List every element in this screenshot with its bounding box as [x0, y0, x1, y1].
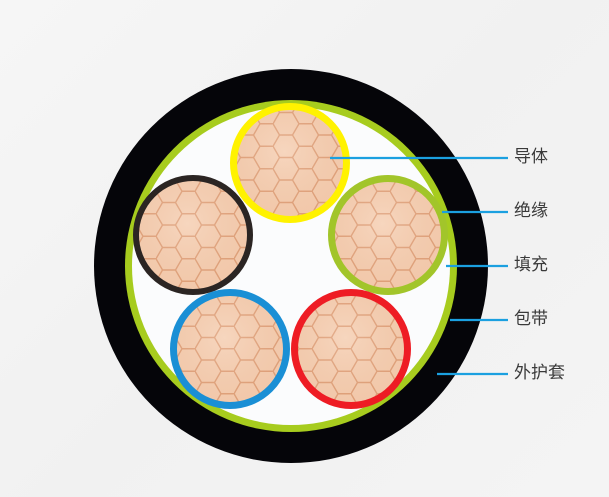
- label-outer-sheath: 外护套: [514, 363, 565, 383]
- core-yellow: [230, 103, 350, 223]
- insulation-ring-blue: [170, 289, 290, 409]
- label-tape: 包带: [514, 309, 548, 329]
- label-conductor: 导体: [514, 147, 548, 167]
- conductor-shading: [331, 178, 445, 292]
- cores: [133, 103, 448, 409]
- core-black: [133, 175, 253, 295]
- conductor-shading: [173, 292, 287, 406]
- label-filler: 填充: [514, 255, 548, 275]
- insulation-ring-black: [133, 175, 253, 295]
- leader-lines: [330, 156, 508, 376]
- conductor-shading: [233, 106, 347, 220]
- insulation-ring-yellow: [230, 103, 350, 223]
- insulation-ring-green: [328, 175, 448, 295]
- conductor-shading: [136, 178, 250, 292]
- label-insulation: 绝缘: [514, 201, 548, 221]
- insulation-ring-red: [291, 289, 411, 409]
- core-blue: [170, 289, 290, 409]
- core-green: [328, 175, 448, 295]
- core-red: [291, 289, 411, 409]
- conductor-shading: [294, 292, 408, 406]
